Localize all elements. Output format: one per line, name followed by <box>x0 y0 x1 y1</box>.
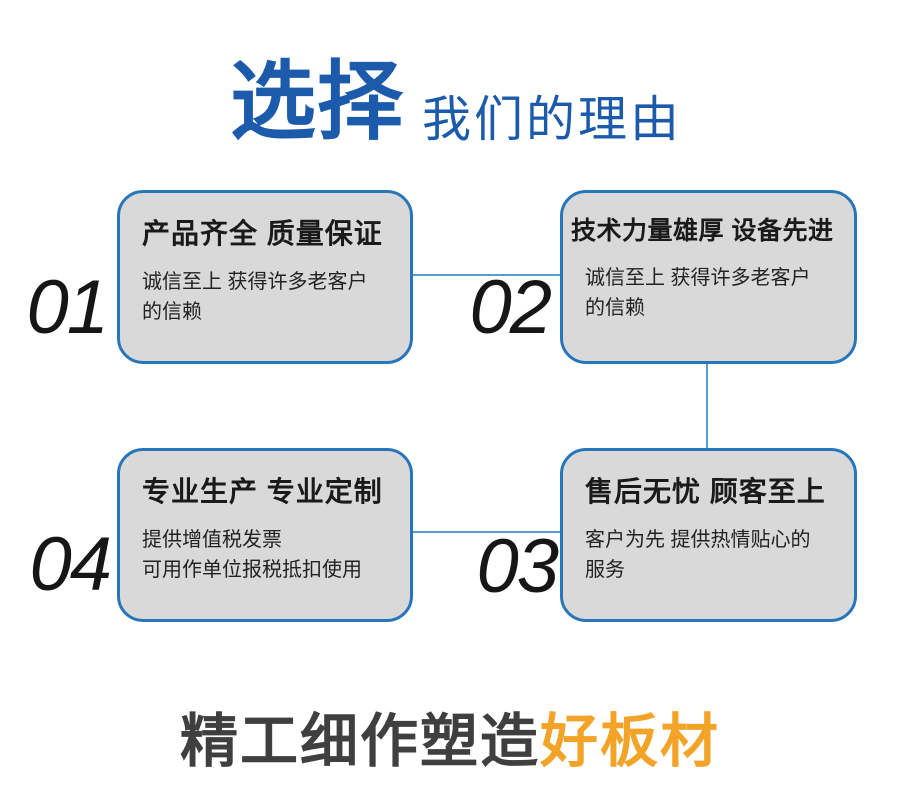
card-desc: 客户为先 提供热情贴心的 服务 <box>585 528 811 581</box>
card-title: 售后无忧 顾客至上 <box>585 476 826 507</box>
connector-line-right <box>706 364 708 448</box>
title-sub: 我们的理由 <box>422 93 683 147</box>
step-number-03: 03 <box>476 524 559 609</box>
title-main: 选择 <box>230 54 404 150</box>
card-desc: 诚信至上 获得许多老客户 的信赖 <box>585 266 811 319</box>
reason-card-03: 售后无忧 顾客至上 客户为先 提供热情贴心的 服务 <box>560 448 857 622</box>
card-title: 产品齐全 质量保证 <box>142 218 383 249</box>
step-number-01: 01 <box>26 265 109 350</box>
reason-card-01: 产品齐全 质量保证 诚信至上 获得许多老客户 的信赖 <box>117 190 413 364</box>
step-number-02: 02 <box>469 265 552 350</box>
card-desc: 诚信至上 获得许多老客户 的信赖 <box>142 270 368 323</box>
tagline-accent: 好板材 <box>540 709 721 774</box>
connector-line-top <box>413 274 560 276</box>
connector-line-bottom <box>413 531 560 533</box>
step-number-04: 04 <box>29 522 112 607</box>
card-desc: 提供增值税发票 可用作单位报税抵扣使用 <box>142 528 362 581</box>
tagline-prefix: 精工细作塑造 <box>179 709 540 774</box>
tagline: 精工细作塑造好板材 <box>0 709 900 774</box>
page-title: 选择 我们的理由 <box>230 54 683 150</box>
card-title: 专业生产 专业定制 <box>142 476 383 507</box>
reason-card-04: 专业生产 专业定制 提供增值税发票 可用作单位报税抵扣使用 <box>117 448 413 622</box>
card-title: 技术力量雄厚 设备先进 <box>571 217 834 245</box>
reason-card-02: 技术力量雄厚 设备先进 诚信至上 获得许多老客户 的信赖 <box>560 190 857 364</box>
